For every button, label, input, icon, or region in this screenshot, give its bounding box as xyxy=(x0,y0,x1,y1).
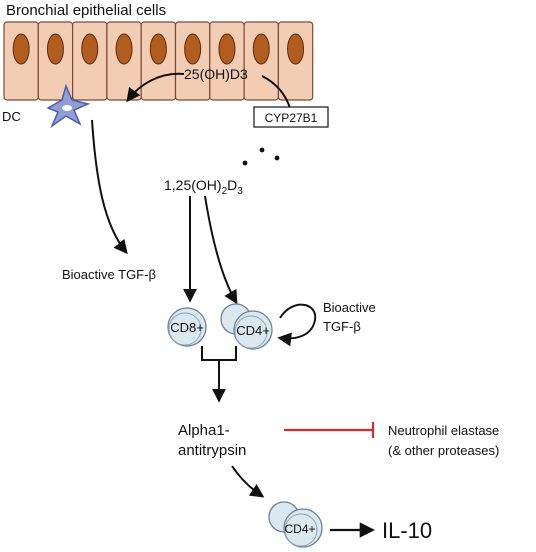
cell-nucleus xyxy=(252,33,270,65)
cd8-cell-icon xyxy=(167,307,207,347)
dc-to-tgf-arrow xyxy=(91,119,128,255)
enzyme-box xyxy=(253,106,329,128)
dendritic-cell-icon xyxy=(46,83,91,129)
aat-label-2: antitrypsin xyxy=(178,442,246,459)
cell-nucleus xyxy=(46,33,64,65)
cell-nucleus xyxy=(184,33,202,65)
precursor-to-enzyme-curve xyxy=(261,75,291,109)
tgf-right-label-2: TGF-β xyxy=(323,319,361,334)
cd8-label: CD8+ xyxy=(170,320,204,335)
vitd-to-cd4-arrow xyxy=(204,195,238,305)
precursor-label: 25(OH)D3 xyxy=(184,66,248,82)
enzyme-label: CYP27B1 xyxy=(265,111,318,125)
cell-nucleus xyxy=(287,33,305,65)
epithelial-title: Bronchial epithelial cells xyxy=(6,2,166,19)
cd4-top-cell-icon xyxy=(220,303,273,350)
cd4-bottom-label: CD4+ xyxy=(284,522,315,536)
active-vitd-label: 1,25(OH)2D3 xyxy=(164,177,243,197)
tgf-left-label: Bioactive TGF-β xyxy=(62,267,156,282)
cd4-tgf-loop-arrow xyxy=(277,303,317,347)
aat-label-1: Alpha1- xyxy=(178,422,230,439)
cell-nucleus xyxy=(115,33,133,65)
tgf-right-label-1: Bioactive xyxy=(323,300,376,315)
cell-nucleus xyxy=(218,33,236,65)
merge-bracket xyxy=(201,346,237,361)
precursor-to-dc-arrow xyxy=(126,72,185,103)
cd4-top-label: CD4+ xyxy=(236,323,270,338)
aat-to-cd4-arrow xyxy=(231,465,265,498)
ne-label-2: (& other proteases) xyxy=(388,443,499,458)
cell-nucleus xyxy=(12,33,30,65)
epithelial-cell-row xyxy=(3,21,314,101)
ne-label-1: Neutrophil elastase xyxy=(388,423,499,438)
cd4-bottom-cell-icon xyxy=(268,501,323,548)
il10-label: IL-10 xyxy=(382,518,432,543)
conversion-dots xyxy=(242,147,280,166)
dc-label: DC xyxy=(2,109,21,124)
cell-nucleus xyxy=(81,33,99,65)
cell-nucleus xyxy=(149,33,167,65)
